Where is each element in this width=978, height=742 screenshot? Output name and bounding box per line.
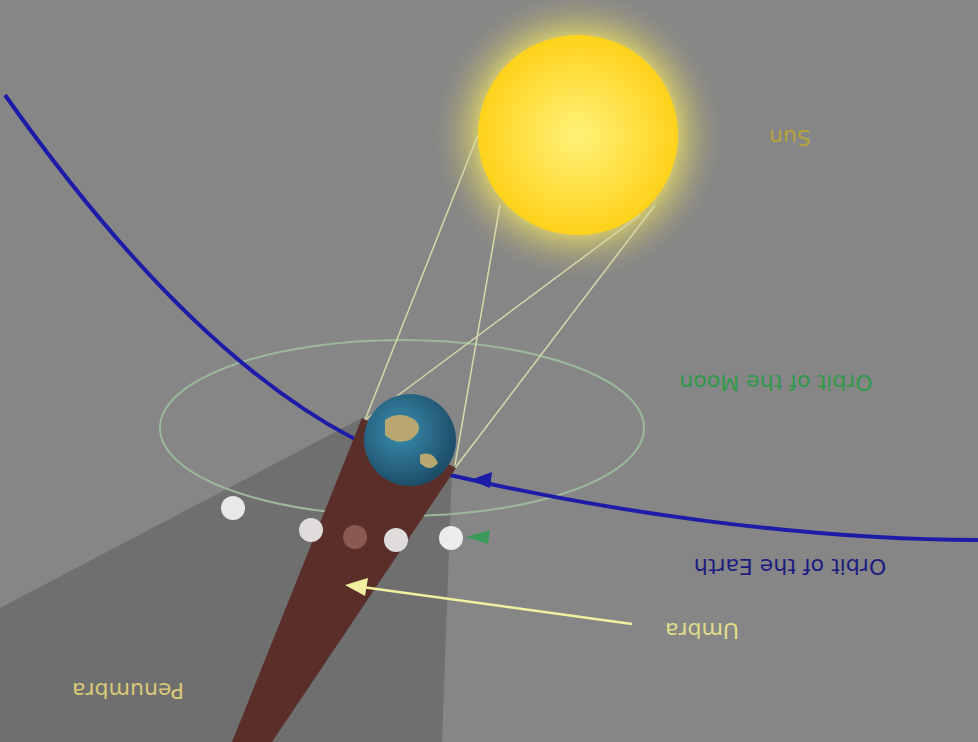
sun-glow	[428, 0, 728, 285]
earth-land	[385, 415, 438, 468]
earth-orbit-label: Orbit of the Earth	[694, 554, 886, 579]
leader-line	[362, 587, 632, 624]
sun	[478, 35, 678, 235]
arrowhead	[345, 578, 368, 596]
earth-orbit	[5, 95, 978, 540]
moon	[221, 496, 245, 520]
orbit-arrow	[470, 472, 492, 488]
moon-arrow	[466, 530, 490, 544]
sun-label: Sun	[769, 125, 811, 150]
moon-eclipsed	[343, 525, 367, 549]
penumbra-label: Penumbra	[72, 678, 184, 703]
sun-rays	[365, 135, 655, 468]
umbra-label: Umbra	[665, 618, 739, 643]
moon-orbit-label: Orbit of the Moon	[679, 370, 872, 395]
earth	[364, 394, 456, 486]
moon	[439, 526, 463, 550]
moon	[299, 518, 323, 542]
moon	[384, 528, 408, 552]
